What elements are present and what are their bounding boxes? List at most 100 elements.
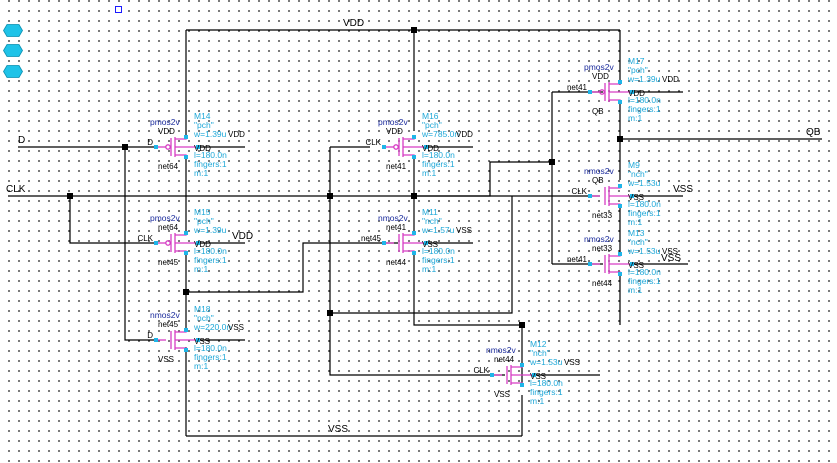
net-label-m15-vdd: VDD (232, 231, 253, 242)
terminal-bot-label: net64 (158, 162, 179, 171)
gate-bubble (599, 89, 605, 95)
net-label-qb: QB (806, 127, 821, 138)
device-type-label: nmos2v (378, 213, 409, 223)
pin-marker (588, 90, 592, 94)
terminal-bot-label: net41 (386, 162, 407, 171)
pin-marker (184, 348, 188, 352)
fingers-param: fingers:1 (194, 352, 227, 362)
fingers-param: fingers:1 (628, 276, 661, 286)
terminal-gate-label: CLK (137, 234, 153, 243)
terminal-top-label: VDD (158, 127, 175, 136)
length-param: l=180.0n (628, 267, 661, 277)
terminal-gate-label: D (147, 138, 153, 147)
terminal-top-label: VDD (386, 127, 403, 136)
hexagon-icon[interactable] (3, 65, 23, 78)
net-label-clk: CLK (6, 184, 26, 195)
width-param: w=1.53u (529, 357, 563, 367)
length-param: l=180.0n (530, 378, 563, 388)
length-param: l=180.0n (422, 150, 455, 160)
net-label-vss: VSS (328, 424, 348, 435)
model-label: "pch" (194, 216, 214, 226)
multiplier-param: m:1 (194, 168, 208, 178)
length-param: l=180.0n (422, 246, 455, 256)
model-label: "pch" (422, 120, 442, 130)
fingers-param: fingers:1 (530, 387, 563, 397)
net-label-vdd: VDD (343, 18, 364, 29)
pin-marker (424, 145, 428, 149)
terminal-top-label: VDD (592, 72, 609, 81)
length-param: l=180.0n (628, 199, 661, 209)
length-param: l=180.0n (628, 95, 661, 105)
gate-bubble (165, 144, 171, 150)
instance-name-label: M17 (628, 56, 645, 66)
device-type-label: pmos2v (378, 117, 409, 127)
width-net-suffix: VDD (228, 130, 245, 139)
pin-marker (618, 272, 622, 276)
pin-marker (196, 338, 200, 342)
multiplier-param: m:1 (628, 217, 642, 227)
pin-marker (618, 204, 622, 208)
hexagon-icon[interactable] (3, 24, 23, 37)
instance-name-label: M15 (194, 207, 211, 217)
terminal-gate-label: net45 (361, 234, 382, 243)
instance-name-label: M13 (628, 228, 645, 238)
pin-marker (630, 194, 634, 198)
pin-marker (520, 363, 524, 367)
instance-name-label: M11 (422, 207, 438, 217)
pin-marker (490, 373, 494, 377)
multiplier-param: m:1 (628, 113, 642, 123)
hexagon-icon[interactable] (3, 44, 23, 57)
pin-marker (184, 155, 188, 159)
terminal-top-label: net45 (158, 320, 179, 329)
transistor-m15[interactable]: net64CLKVDDnet45pmos2vM15"pch"w=1.39ul=1… (137, 207, 227, 274)
terminal-top-label: net64 (158, 223, 179, 232)
transistor-m16[interactable]: VDDCLKVDDnet41pmos2vM16"pch"w=785.0nVDDl… (365, 111, 473, 178)
terminal-bot-label: QB (592, 107, 604, 116)
pin-marker (412, 231, 416, 235)
transistor-m9[interactable]: QBCLKVSSnet33nmos2vM9"nch"w=1.53ul=180.0… (571, 160, 661, 227)
device-type-label: pmos2v (150, 117, 181, 127)
pin-marker (184, 328, 188, 332)
multiplier-param: m:1 (422, 264, 436, 274)
pin-marker (154, 338, 158, 342)
width-net-suffix: VSS (564, 358, 580, 367)
terminal-gate-label: net41 (567, 255, 588, 264)
terminal-bot-label: VSS (494, 390, 510, 399)
terminal-mid-label: VDD (194, 240, 211, 249)
terminal-mid-label: VSS (628, 193, 644, 202)
model-label: "nch" (194, 313, 214, 323)
width-net-suffix: VDD (456, 130, 473, 139)
terminal-bot-label: net44 (592, 279, 613, 288)
transistor-m18[interactable]: net45DVSSVSSnmos2vM18"nch"w=220.0nVSSl=1… (147, 304, 244, 371)
fingers-param: fingers:1 (628, 104, 661, 114)
device-type-label: pmos2v (584, 62, 615, 72)
pin-marker (412, 135, 416, 139)
fingers-param: fingers:1 (422, 159, 455, 169)
terminal-gate-label: CLK (473, 366, 489, 375)
terminal-bot-label: net33 (592, 211, 613, 220)
device-type-label: pmos2v (150, 213, 181, 223)
pin-marker (382, 145, 386, 149)
instance-name-label: M14 (194, 111, 211, 121)
width-param: w=1.39u (193, 129, 227, 139)
origin-marker (115, 6, 122, 13)
junctions (67, 27, 623, 328)
multiplier-param: m:1 (194, 264, 208, 274)
model-label: "nch" (422, 216, 442, 226)
model-label: "nch" (530, 348, 550, 358)
pin-marker (412, 155, 416, 159)
width-net-suffix: VSS (662, 247, 678, 256)
terminal-gate-label: CLK (571, 187, 587, 196)
length-param: l=180.0n (194, 343, 227, 353)
pin-marker (424, 241, 428, 245)
width-param: w=1.53u (627, 178, 661, 188)
terminal-gate-label: D (147, 331, 153, 340)
instance-name-label: M18 (194, 304, 211, 314)
gate-bubble (165, 240, 171, 246)
